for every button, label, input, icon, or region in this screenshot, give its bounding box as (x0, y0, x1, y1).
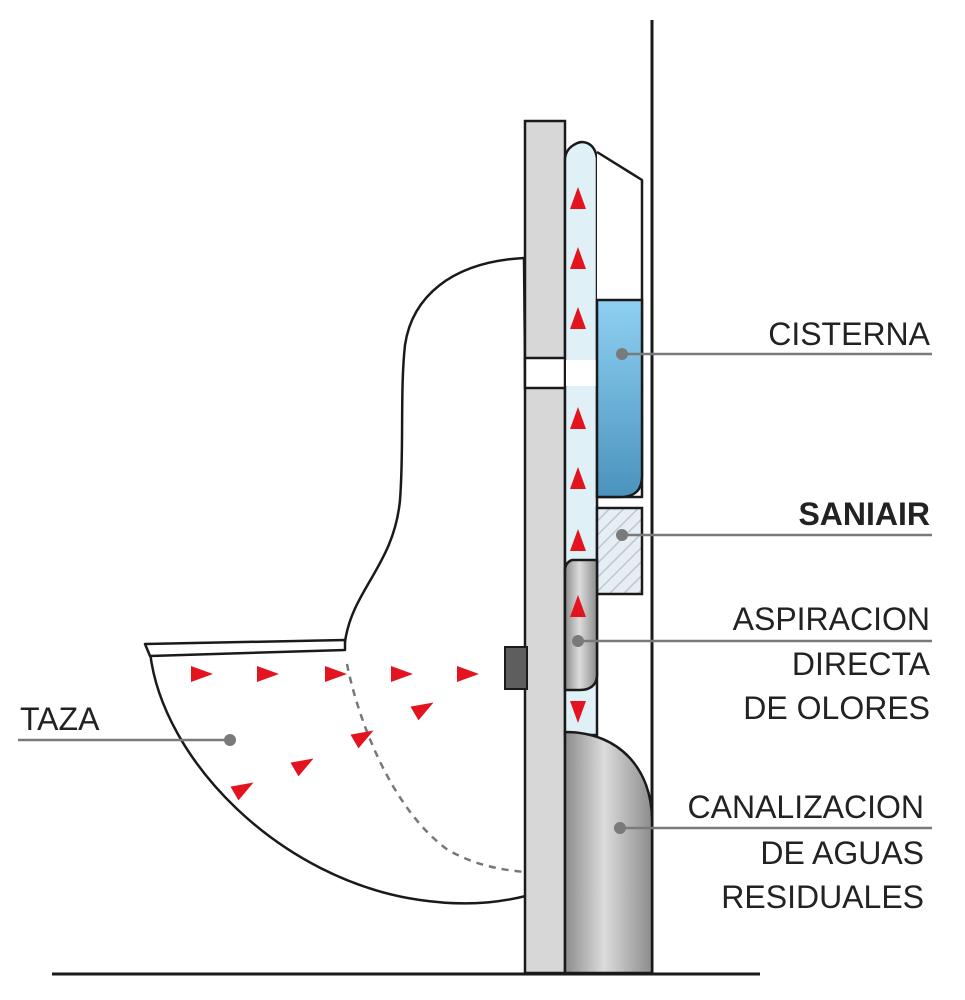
suction-tube (563, 558, 599, 692)
wall-panel (523, 119, 567, 975)
label-drain-line-2: DE AGUAS (760, 835, 924, 871)
toilet-seat (143, 638, 347, 658)
flow-arrow-icon (570, 247, 586, 269)
flow-arrow-icon (257, 666, 279, 682)
label-suction-line-2: DIRECTA (792, 646, 931, 682)
flow-arrow-icon (230, 782, 254, 801)
flow-arrow-icon (391, 666, 413, 682)
cistern-water (595, 298, 644, 499)
pointer-dot-saniair (616, 529, 628, 541)
flow-arrow-icon (570, 701, 586, 723)
label-pointers (18, 348, 932, 834)
toilet-body (148, 256, 532, 905)
duct-gap (566, 360, 596, 386)
flow-arrow-icon (570, 187, 586, 209)
label-suction-line-1: ASPIRACION (733, 601, 930, 637)
saniair-box (595, 506, 644, 596)
flow-arrow-icon (290, 758, 314, 777)
flow-arrow-icon (191, 666, 213, 682)
label-drain-line-3: RESIDUALES (721, 879, 924, 915)
flow-arrow-icon (410, 702, 434, 721)
label-bowl: TAZA (20, 701, 100, 737)
label-drain-line-1: CANALIZACION (688, 789, 924, 825)
bowl-inner-contour (345, 663, 525, 874)
pointer-dot-drain (614, 822, 626, 834)
pointer-dot-bowl (224, 734, 236, 746)
air-connector (504, 646, 528, 690)
flow-arrow-icon (570, 407, 586, 429)
label-suction-line-3: DE OLORES (743, 690, 930, 726)
flow-arrow-icon (350, 730, 374, 749)
flow-arrow-icon (570, 595, 586, 617)
pointer-dot-suction (572, 635, 584, 647)
flow-arrows (191, 187, 586, 801)
label-saniair: SANIAIR (798, 496, 930, 532)
flow-arrow-icon (570, 467, 586, 489)
label-cistern: CISTERNA (768, 316, 930, 352)
flow-arrow-icon (570, 529, 586, 551)
pointer-dot-cistern (616, 348, 628, 360)
flow-arrow-icon (570, 307, 586, 329)
waste-pipe (563, 730, 654, 975)
flow-arrow-icon (457, 666, 479, 682)
flow-arrow-icon (325, 666, 347, 682)
